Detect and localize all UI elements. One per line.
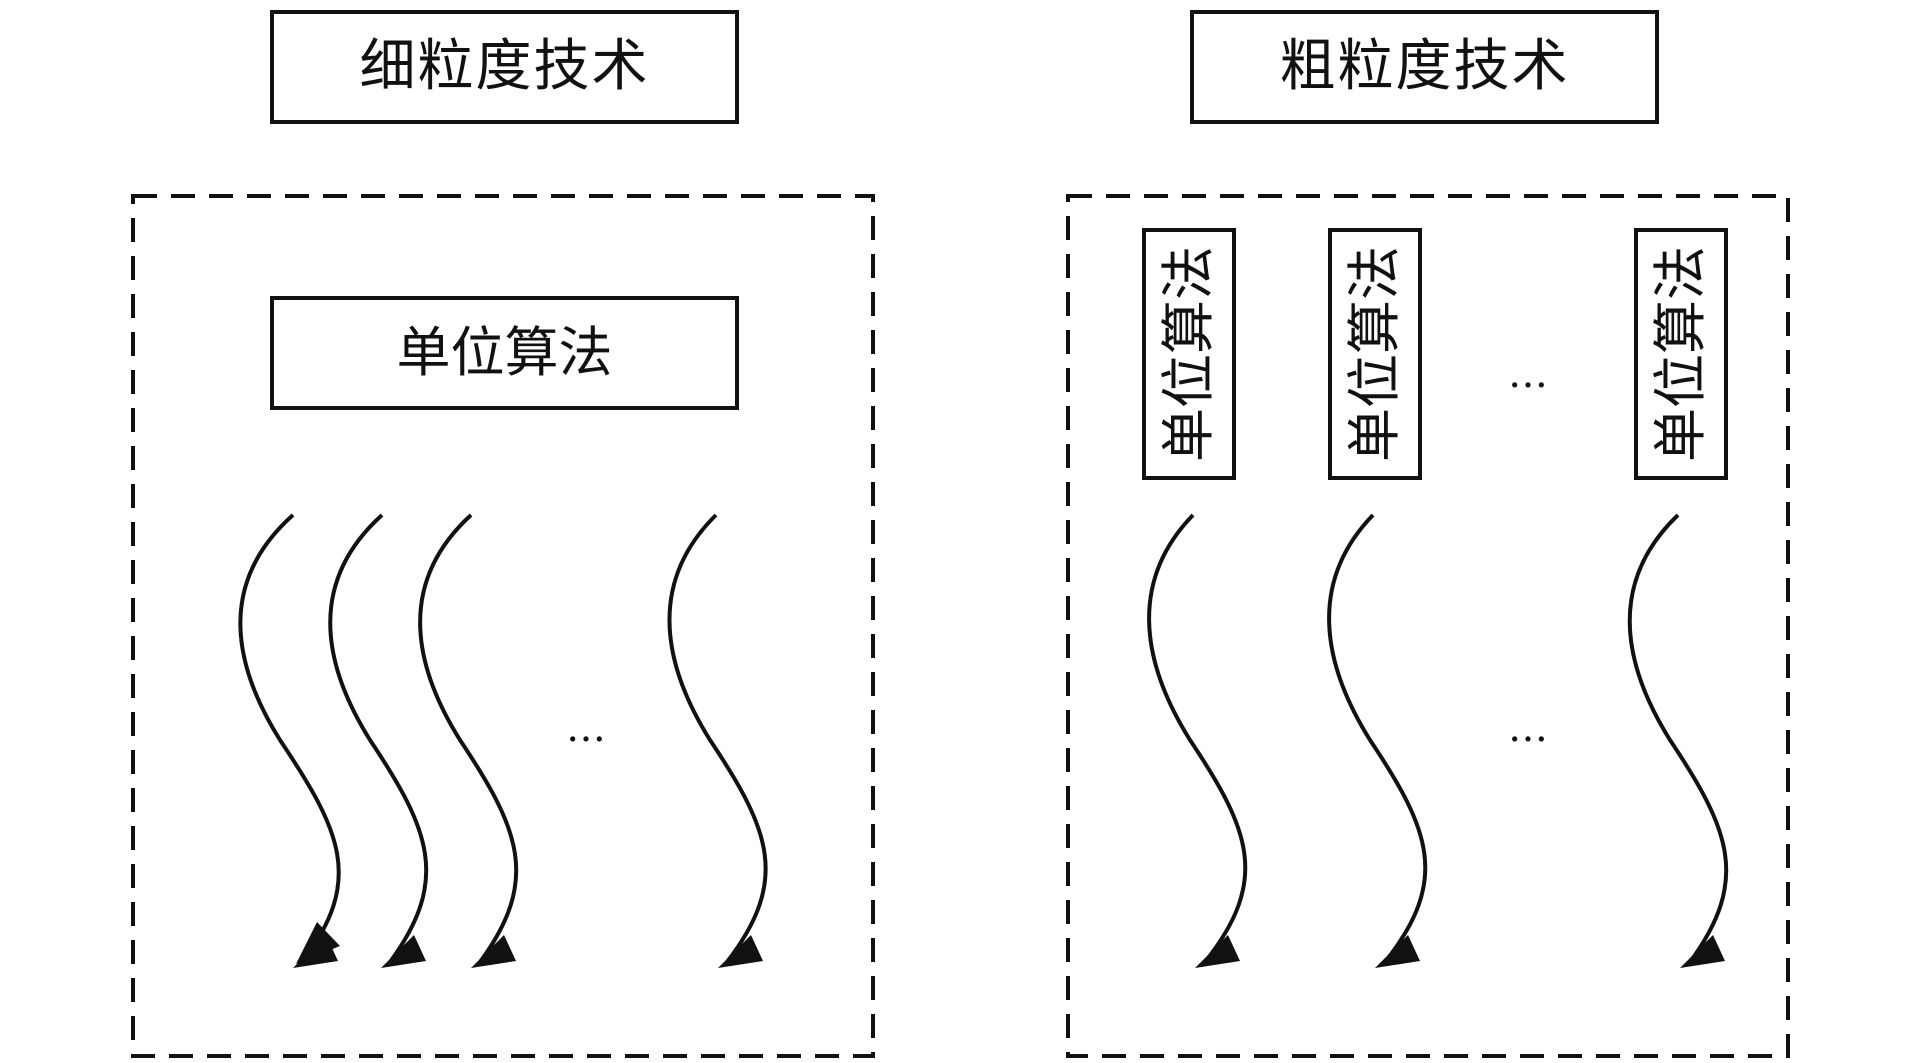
coarse-arrowhead-2 xyxy=(1375,935,1420,968)
coarse-ellipsis-bottom: … xyxy=(1508,705,1550,751)
coarse-unit-algorithm-box-3: 单位算法 xyxy=(1634,228,1728,480)
coarse-arrowhead-1 xyxy=(1195,935,1240,968)
fine-unit-algorithm-label: 单位算法 xyxy=(396,321,613,384)
coarse-grained-arrows xyxy=(1147,513,1729,968)
fine-flow-arrow-4 xyxy=(667,513,768,964)
coarse-unit-algorithm-box-1: 单位算法 xyxy=(1142,228,1236,480)
coarse-unit-algorithm-label-1: 单位算法 xyxy=(1157,246,1220,462)
coarse-flow-arrow-1 xyxy=(1147,513,1248,964)
fine-arrowhead-3 xyxy=(471,935,516,968)
fine-flow-arrow-1 xyxy=(238,513,341,964)
fine-flow-arrow-2 xyxy=(328,513,429,964)
coarse-grained-container xyxy=(1066,194,1790,1058)
fine-arrowhead-4 xyxy=(718,935,763,968)
coarse-ellipsis-top: … xyxy=(1508,351,1550,397)
coarse-unit-algorithm-label-3: 单位算法 xyxy=(1649,246,1712,462)
fine-grained-arrows xyxy=(238,513,768,968)
fine-arrowhead-1b xyxy=(293,935,338,968)
fine-grained-title-box: 细粒度技术 xyxy=(270,10,739,124)
coarse-flow-arrow-2 xyxy=(1327,513,1428,964)
coarse-unit-algorithm-box-2: 单位算法 xyxy=(1328,228,1422,480)
coarse-grained-title-box: 粗粒度技术 xyxy=(1190,10,1659,124)
coarse-unit-algorithm-label-2: 单位算法 xyxy=(1343,246,1406,462)
fine-grained-title: 细粒度技术 xyxy=(359,34,650,99)
coarse-flow-arrow-3 xyxy=(1627,513,1729,964)
coarse-grained-title: 粗粒度技术 xyxy=(1279,34,1570,99)
fine-flow-arrow-3 xyxy=(418,513,519,964)
coarse-arrowhead-3 xyxy=(1680,935,1725,968)
fine-arrowhead-2 xyxy=(381,935,426,968)
fine-unit-algorithm-box: 单位算法 xyxy=(270,296,739,410)
fine-ellipsis: … xyxy=(566,705,608,751)
